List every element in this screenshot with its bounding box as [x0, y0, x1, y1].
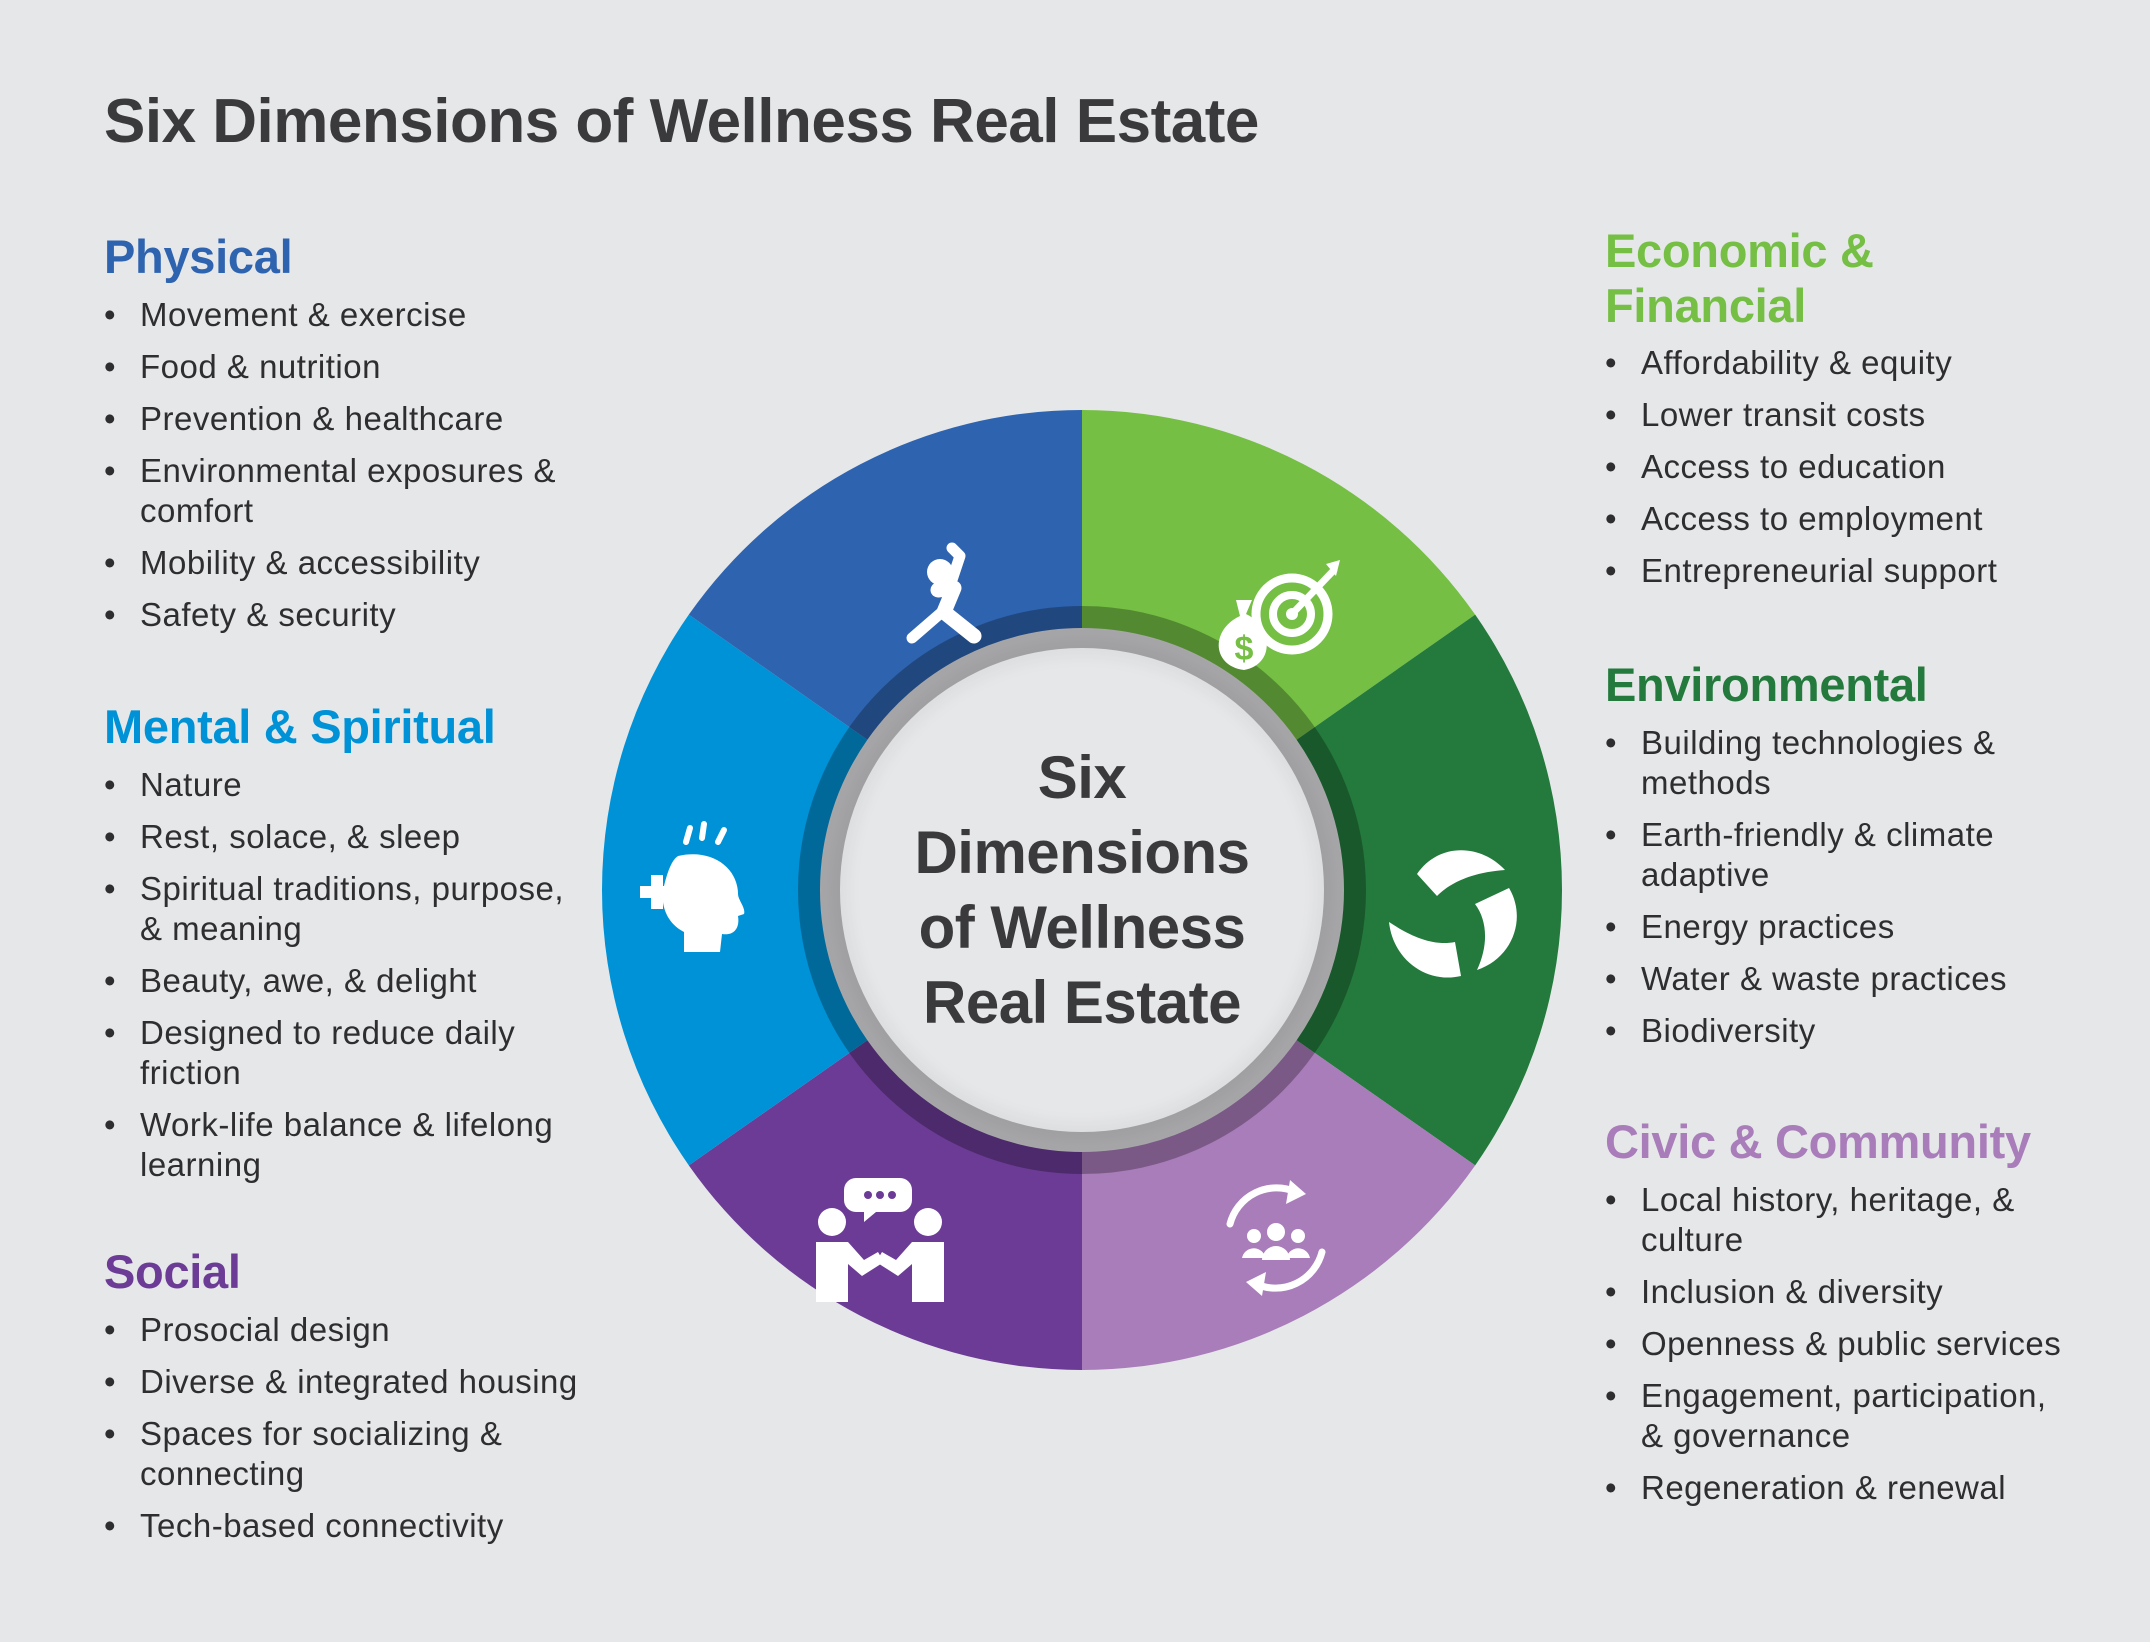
mental-list-item: Designed to reduce daily friction	[104, 1013, 584, 1093]
mental-spiritual-heading: Mental & Spiritual	[104, 700, 496, 753]
svg-text:$: $	[1235, 630, 1254, 668]
center-label-line: of Wellness	[918, 894, 1246, 961]
environmental-list-item: Building technologies & methods	[1605, 723, 2075, 803]
yoga-pose-icon	[906, 542, 982, 644]
physical-list-item: Prevention & healthcare	[104, 399, 574, 439]
environmental-list-item: Water & waste practices	[1605, 959, 2075, 999]
center-label-line: Dimensions	[914, 819, 1250, 886]
social-list: Prosocial designDiverse & integrated hou…	[104, 1310, 584, 1546]
center-disc	[840, 648, 1324, 1132]
physical-list-item: Mobility & accessibility	[104, 543, 574, 583]
civic-list-item: Local history, heritage, & culture	[1605, 1180, 2075, 1260]
physical-heading: Physical	[104, 230, 293, 283]
economic-list-item: Access to education	[1605, 447, 2075, 487]
civic-community-panel: Civic & Community Local history, heritag…	[1605, 1115, 2075, 1520]
physical-segment	[688, 410, 1082, 740]
civic-list-item: Inclusion & diversity	[1605, 1272, 2075, 1312]
social-heading: Social	[104, 1245, 241, 1298]
mental-list-item: Spiritual traditions, purpose, & meaning	[104, 869, 584, 949]
economic-financial-heading: Economic & Financial	[1605, 224, 1874, 332]
leaf-cycle-icon	[1389, 850, 1517, 978]
center-label: Six Dimensions of Wellness Real Estate	[812, 740, 1352, 1040]
civic-community-list: Local history, heritage, & cultureInclus…	[1605, 1180, 2075, 1508]
people-conversation-icon	[816, 1178, 944, 1302]
social-list-item: Diverse & integrated housing	[104, 1362, 584, 1402]
civic-list-item: Regeneration & renewal	[1605, 1468, 2075, 1508]
civic-list-item: Engagement, participation, & governance	[1605, 1376, 2075, 1456]
economic-list-item: Access to employment	[1605, 499, 2075, 539]
economic-list-item: Lower transit costs	[1605, 395, 2075, 435]
economic-financial-panel: Economic & Financial Affordability & equ…	[1605, 224, 2075, 603]
civic-list-item: Openness & public services	[1605, 1324, 2075, 1364]
environmental-segment	[1296, 614, 1562, 1166]
center-label-line: Six	[1037, 744, 1127, 811]
physical-list-item: Environmental exposures & comfort	[104, 451, 574, 531]
physical-list-item: Movement & exercise	[104, 295, 574, 335]
mental-list-item: Rest, solace, & sleep	[104, 817, 584, 857]
environmental-panel: Environmental Building technologies & me…	[1605, 658, 2075, 1063]
money-target-icon: $	[1218, 560, 1340, 670]
inner-ring-shadow	[798, 606, 1366, 1174]
social-panel: Social Prosocial designDiverse & integra…	[104, 1245, 584, 1558]
economic-list-item: Affordability & equity	[1605, 343, 2075, 383]
wellness-wheel: $	[601, 410, 1562, 1370]
economic-list-item: Entrepreneurial support	[1605, 551, 2075, 591]
head-health-icon	[640, 821, 745, 952]
economic-financial-list: Affordability & equityLower transit cost…	[1605, 343, 2075, 591]
social-list-item: Spaces for socializing & connecting	[104, 1414, 584, 1494]
center-label-line: Real Estate	[923, 969, 1242, 1036]
mental-spiritual-list: NatureRest, solace, & sleepSpiritual tra…	[104, 765, 584, 1185]
civic-community-heading: Civic & Community	[1605, 1115, 2031, 1168]
environmental-heading: Environmental	[1605, 658, 1928, 711]
mental-spiritual-panel: Mental & Spiritual NatureRest, solace, &…	[104, 700, 584, 1197]
mental-list-item: Nature	[104, 765, 584, 805]
page-title: Six Dimensions of Wellness Real Estate	[104, 87, 1259, 156]
mental-list-item: Beauty, awe, & delight	[104, 961, 584, 1001]
civic-segment	[1082, 1040, 1476, 1370]
economic-segment	[1082, 410, 1476, 740]
environmental-list-item: Energy practices	[1605, 907, 2075, 947]
environmental-list-item: Earth-friendly & climate adaptive	[1605, 815, 2075, 895]
physical-list-item: Food & nutrition	[104, 347, 574, 387]
social-list-item: Tech-based connectivity	[104, 1506, 584, 1546]
environmental-list-item: Biodiversity	[1605, 1011, 2075, 1051]
environmental-list: Building technologies & methodsEarth-fri…	[1605, 723, 2075, 1051]
physical-panel: Physical Movement & exerciseFood & nutri…	[104, 230, 574, 647]
community-cycle-icon	[1226, 1180, 1326, 1296]
social-list-item: Prosocial design	[104, 1310, 584, 1350]
mental-list-item: Work-life balance & lifelong learning	[104, 1105, 584, 1185]
physical-list: Movement & exerciseFood & nutritionPreve…	[104, 295, 574, 635]
physical-list-item: Safety & security	[104, 595, 574, 635]
